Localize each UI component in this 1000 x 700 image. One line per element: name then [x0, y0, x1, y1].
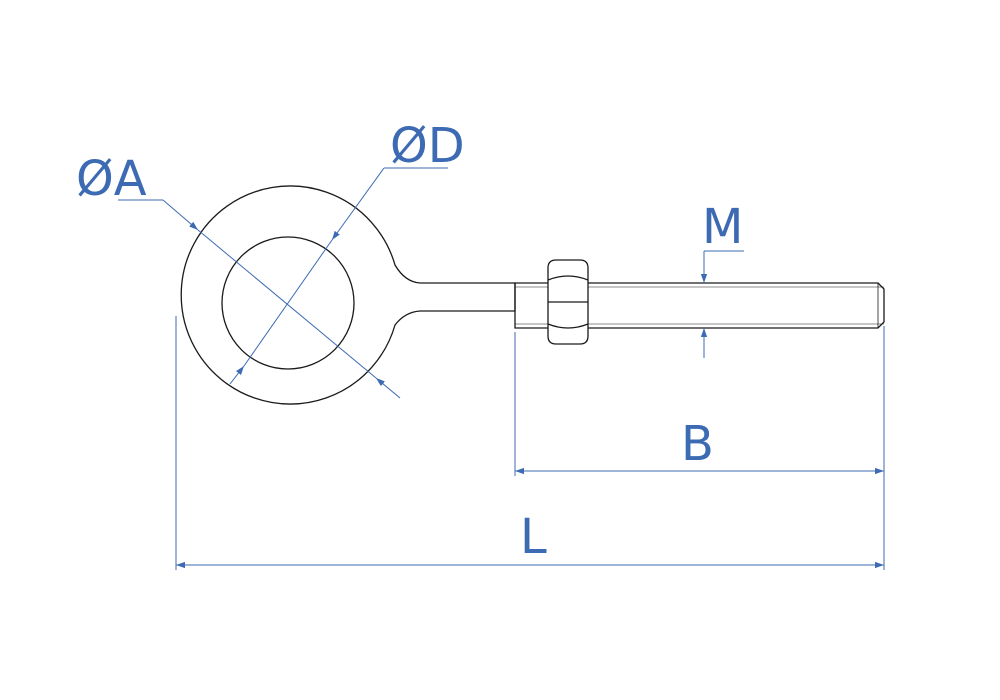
label-inner-diameter: ØD — [390, 118, 465, 174]
label-outer-diameter: ØA — [76, 151, 147, 207]
eye-ring-outer — [180, 185, 516, 405]
eye-ring-inner — [221, 236, 355, 370]
label-thread: M — [702, 199, 743, 255]
eye-bolt-outline — [180, 185, 885, 405]
hex-nut — [547, 259, 589, 345]
label-thread-length: B — [681, 416, 714, 472]
label-total-length: L — [520, 509, 547, 565]
dim-thread — [700, 250, 744, 358]
dimension-lines — [118, 167, 885, 570]
